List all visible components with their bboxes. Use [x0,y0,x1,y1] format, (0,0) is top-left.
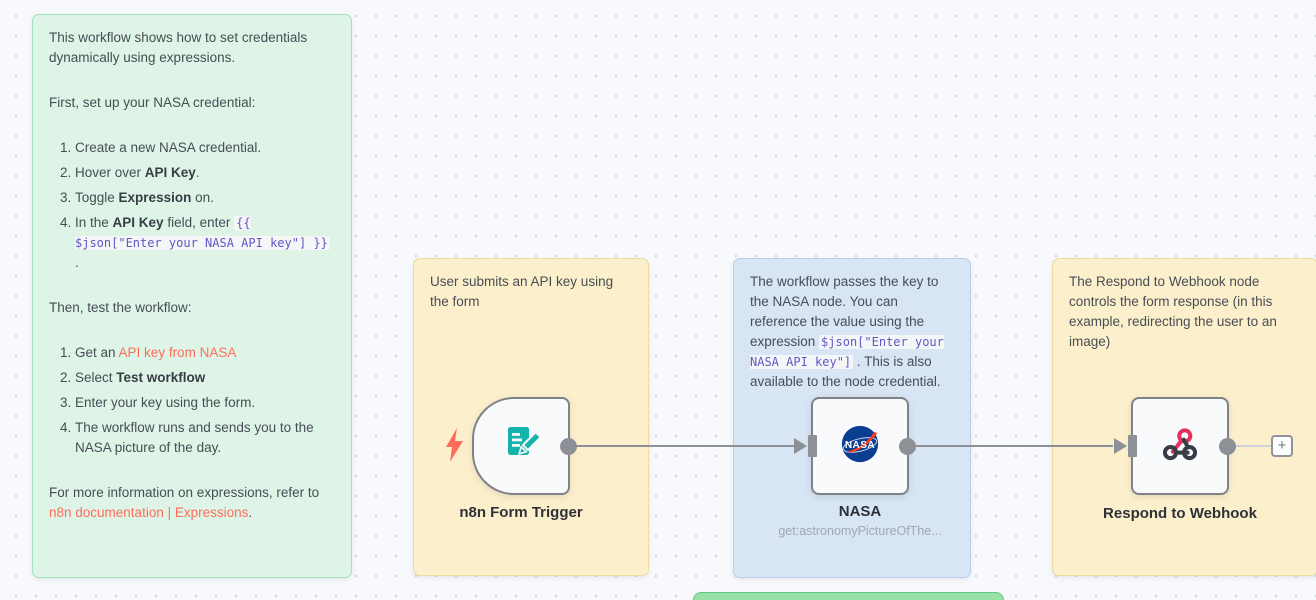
connection-wire[interactable] [571,445,794,447]
svg-text:NASA: NASA [845,439,875,450]
note-paragraph: The workflow passes the key to the NASA … [750,274,944,389]
lightning-bolt-icon [446,428,463,467]
test-steps-list: Get an API key from NASA Select Test wor… [49,343,335,458]
bold-text: API Key [144,164,196,180]
node-label-form-trigger: n8n Form Trigger [459,504,583,521]
form-trigger-icon [501,423,543,470]
list-item: Select Test workflow [75,368,335,388]
note-paragraph: The Respond to Webhook node controls the… [1069,274,1277,349]
connection-wire-pending [1231,445,1271,447]
note-paragraph: Then, test the workflow: [49,299,192,315]
partial-sticky-note-bottom[interactable] [693,592,1004,600]
node-label-nasa: NASA [838,503,882,520]
output-connector-dot[interactable] [1219,437,1236,455]
note-paragraph: This workflow shows how to set credentia… [49,30,308,65]
node-label-respond-webhook: Respond to Webhook [1103,505,1257,522]
node-n8n-form-trigger[interactable] [472,397,577,495]
list-item: The workflow runs and sends you to the N… [75,418,335,458]
note-paragraph: For more information on expressions, ref… [49,484,320,520]
node-respond-to-webhook[interactable] [1114,397,1236,495]
connection-wire[interactable] [910,445,1113,447]
list-item: Get an API key from NASA [75,343,335,363]
sticky-note-instructions[interactable]: This workflow shows how to set credentia… [32,14,352,578]
input-arrowhead-icon [794,438,807,454]
bold-text: Expression [118,189,192,205]
list-item: In the API Key field, enter {{ $json["En… [75,213,335,273]
node-subtitle-nasa: get:astronomyPictureOfThe... [778,524,942,538]
list-item: Enter your key using the form. [75,393,335,413]
plus-icon: + [1277,437,1287,454]
bold-text: Test workflow [116,369,206,385]
n8n-docs-expressions-link[interactable]: n8n documentation | Expressions [49,504,249,520]
output-connector-dot[interactable] [899,437,916,455]
input-connector-bar[interactable] [808,435,817,457]
sticky-note-respond-webhook[interactable]: The Respond to Webhook node controls the… [1052,258,1316,576]
bold-text: API Key [112,214,164,230]
nasa-api-key-link[interactable]: API key from NASA [118,344,237,360]
input-arrowhead-icon [1114,438,1127,454]
node-nasa[interactable]: NASA [794,397,916,495]
list-item: Create a new NASA credential. [75,138,335,158]
note-paragraph: User submits an API key using the form [430,274,614,309]
note-paragraph: First, set up your NASA credential: [49,94,256,110]
add-node-button[interactable]: + [1271,435,1293,457]
credential-steps-list: Create a new NASA credential. Hover over… [49,138,335,273]
list-item: Toggle Expression on. [75,188,335,208]
webhook-icon [1160,424,1200,469]
nasa-logo-icon: NASA [839,423,881,470]
input-connector-bar[interactable] [1128,435,1137,457]
list-item: Hover over API Key. [75,163,335,183]
output-connector-dot[interactable] [560,437,577,455]
